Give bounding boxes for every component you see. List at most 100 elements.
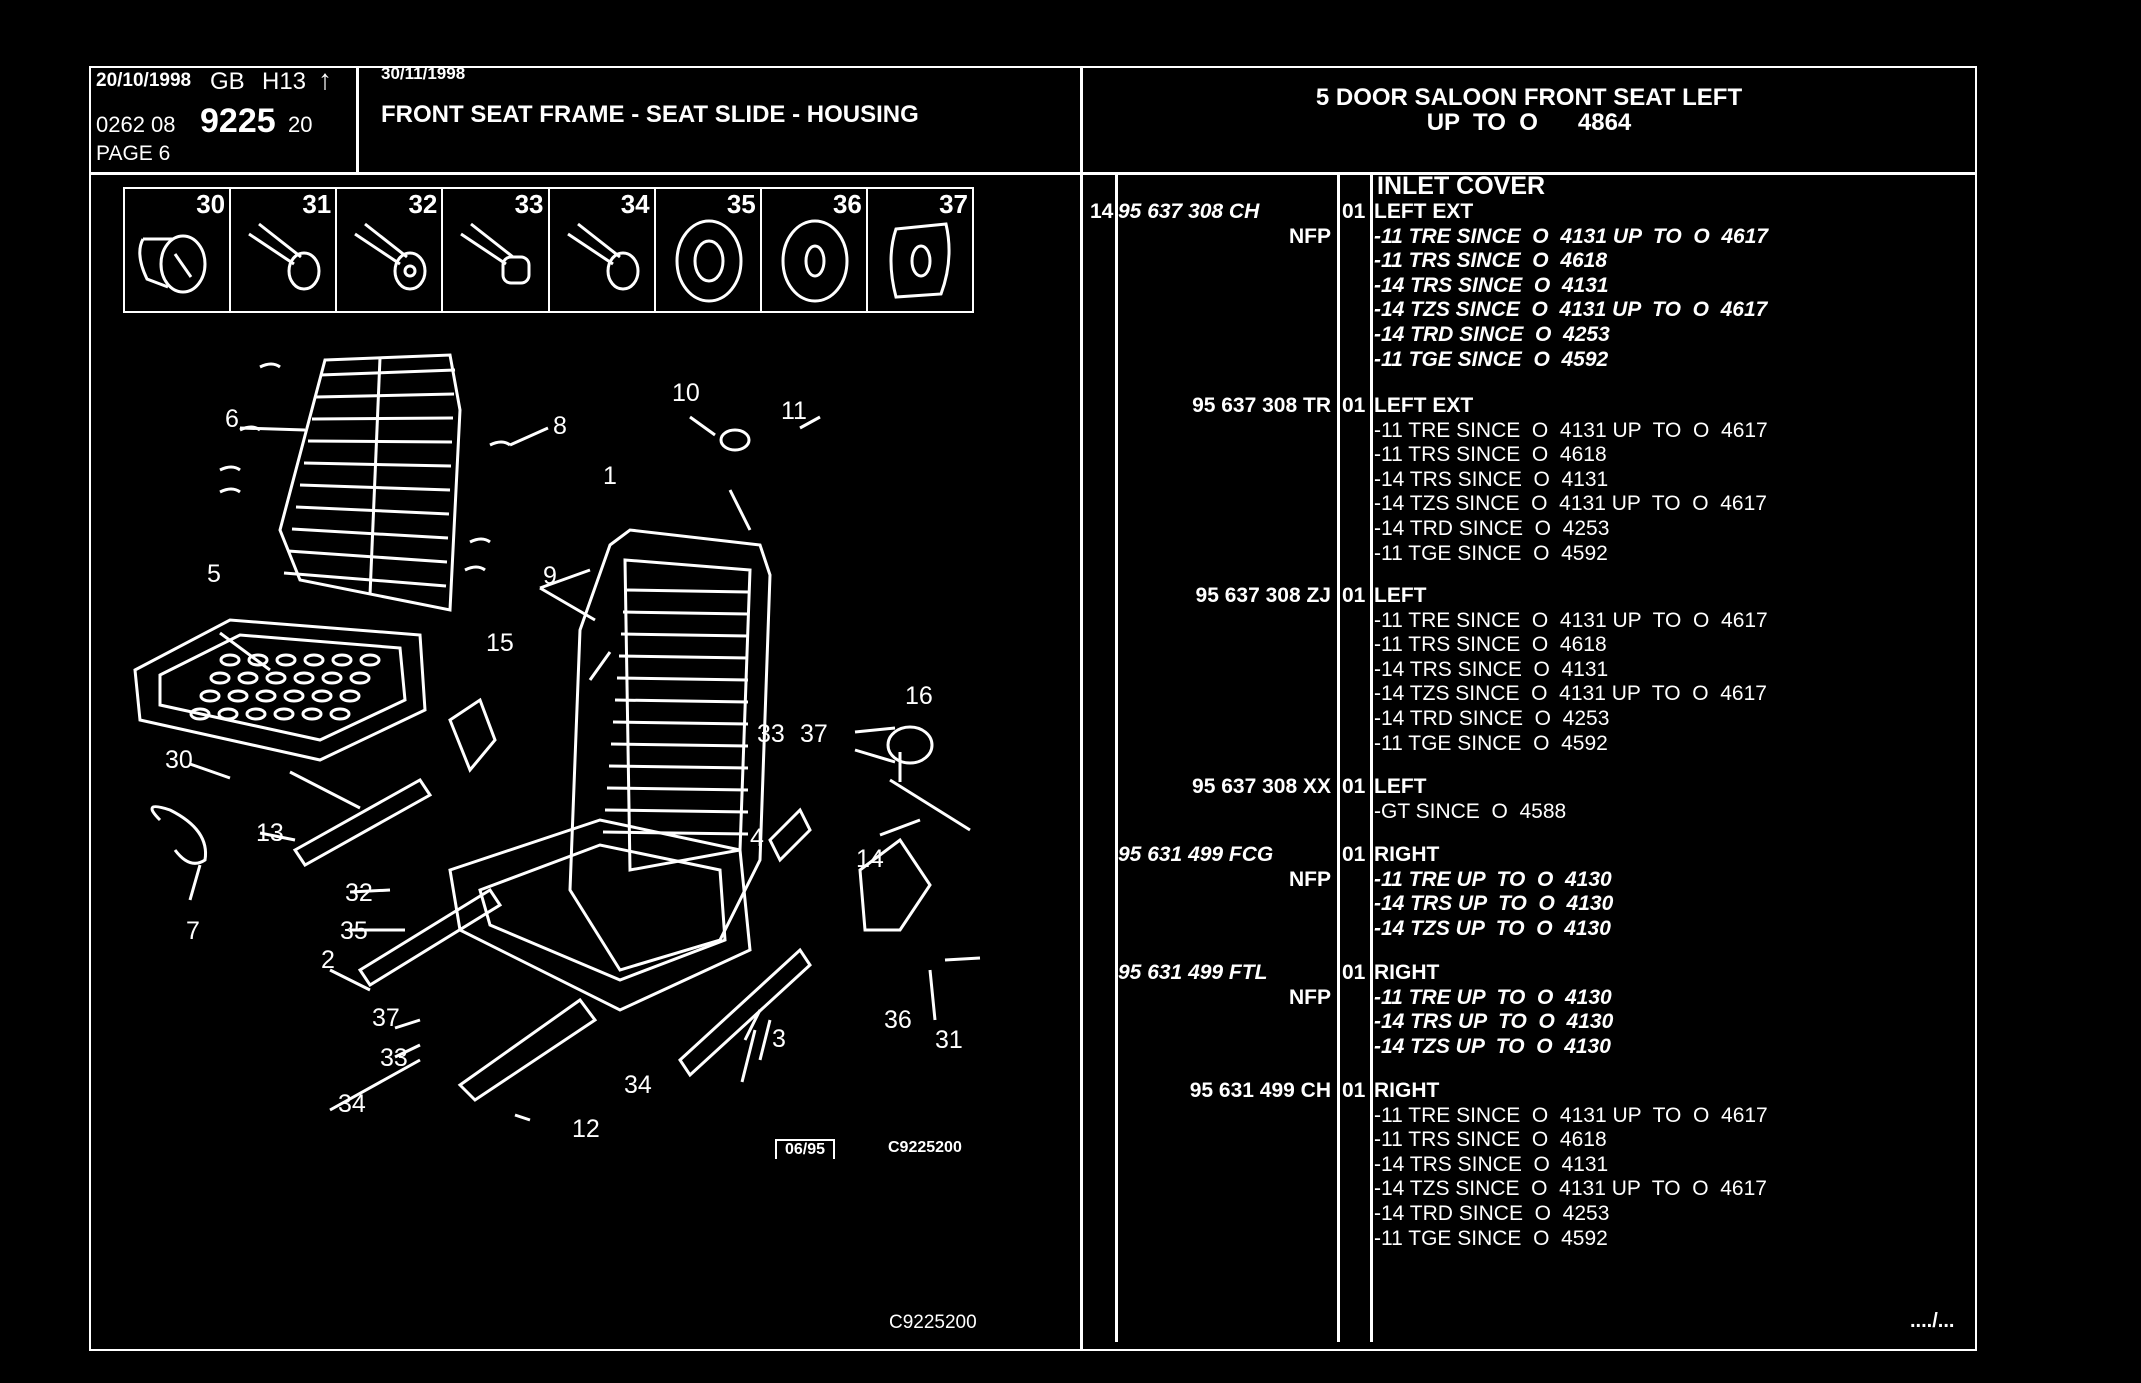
diagram-linework	[237, 671, 259, 685]
diagram-callout-35: 35	[340, 917, 368, 945]
diagram-linework	[247, 653, 269, 667]
part-note: NFP	[1289, 867, 1331, 891]
hardware-part-icon	[566, 222, 639, 291]
part-number: 95 631 499 CH	[1189, 1079, 1331, 1102]
up-arrow-icon: ↑	[318, 64, 332, 95]
part-description: RIGHT	[1374, 1079, 1440, 1102]
header-date-right: 30/11/1998	[381, 64, 466, 83]
diagram-linework	[457, 997, 598, 1102]
part-applicability-line: -14 TRS SINCE O 4131	[1374, 657, 1609, 681]
part-note: NFP	[1289, 224, 1331, 248]
page-title: FRONT SEAT FRAME - SEAT SLIDE - HOUSING	[381, 101, 919, 128]
diagram-linework	[303, 461, 452, 468]
diagram-callout-1: 1	[603, 462, 617, 490]
diagram-callout-11: 11	[781, 397, 807, 425]
part-applicability-line: -11 TRE SINCE O 4131 UP TO O 4617	[1374, 1103, 1768, 1127]
part-description: LEFT EXT	[1374, 394, 1474, 417]
part-applicability-line: -14 TRS SINCE O 4131	[1374, 273, 1609, 297]
part-applicability-line: -14 TZS UP TO O 4130	[1374, 1034, 1611, 1058]
part-applicability-line: -14 TRS SINCE O 4131	[1374, 1152, 1609, 1176]
seat-frame-exploded-diagram	[133, 353, 981, 1122]
part-number: 95 631 499 FCG	[1118, 843, 1274, 866]
model-line-1: 5 DOOR SALOON FRONT SEAT LEFT	[1315, 84, 1743, 111]
part-applicability-line: -14 TRD SINCE O 4253	[1374, 707, 1610, 730]
diagram-callout-33: 33	[757, 720, 785, 748]
diagram-linework	[209, 671, 231, 685]
part-description: LEFT	[1374, 775, 1427, 798]
diagram-linework	[293, 671, 315, 685]
diagram-linework	[315, 392, 455, 399]
part-applicability-line: -14 TZS SINCE O 4131 UP TO O 4617	[1374, 492, 1767, 516]
diagram-callout-4: 4	[750, 824, 764, 852]
part-applicability-line: -11 TRE UP TO O 4130	[1374, 867, 1612, 891]
diagram-callout-30: 30	[165, 746, 193, 774]
diagram-callout-34: 34	[624, 1071, 652, 1099]
part-applicability-line: -11 TRS SINCE O 4618	[1374, 633, 1607, 657]
diagram-linework	[614, 698, 749, 704]
diagram-callout-16: 16	[905, 682, 933, 710]
diagram-linework	[291, 527, 449, 540]
diagram-linework	[357, 887, 503, 988]
diagram-callout-6: 6	[225, 405, 239, 433]
diagram-linework	[858, 837, 932, 932]
part-description: RIGHT	[1374, 961, 1440, 984]
diagram-linework	[292, 778, 433, 867]
part-quantity: 01	[1342, 394, 1366, 417]
diagram-ref-bottom: C9225200	[889, 1312, 977, 1333]
part-number: 95 637 308 CH	[1118, 200, 1260, 223]
thumbnail-part-31: 31	[231, 189, 338, 311]
thumbnail-part-32: 32	[337, 189, 444, 311]
header-region: GB	[210, 68, 245, 95]
diagram-callout-36: 36	[884, 1006, 912, 1034]
diagram-date-box: 06/95	[775, 1139, 836, 1159]
diagram-linework	[283, 571, 447, 588]
part-quantity: 01	[1342, 843, 1366, 866]
part-applicability-line: -11 TGE SINCE O 4592	[1374, 731, 1608, 755]
diagram-linework	[854, 726, 896, 764]
diagram-callout-33: 33	[380, 1044, 408, 1072]
diagram-linework	[150, 805, 208, 865]
thumbnail-number: 30	[196, 189, 226, 219]
diagram-callout-10: 10	[672, 379, 700, 407]
diagram-linework	[359, 653, 381, 667]
diagram-linework	[217, 707, 239, 721]
diagram-linework	[339, 689, 361, 703]
part-applicability-line: -11 TRS SINCE O 4618	[1374, 443, 1607, 467]
part-number: 95 631 499 FTL	[1118, 961, 1268, 984]
part-applicability-line: -11 TRS SINCE O 4618	[1374, 1128, 1607, 1152]
diagram-callout-5: 5	[207, 560, 221, 588]
diagram-linework	[245, 707, 267, 721]
hardware-part-icon	[781, 219, 849, 303]
diagram-linework	[219, 653, 241, 667]
diagram-linework	[273, 707, 295, 721]
hardware-part-icon	[675, 219, 743, 303]
diagram-linework	[255, 689, 277, 703]
diagram-linework	[606, 786, 749, 792]
diagram-callout-37: 37	[372, 1004, 400, 1032]
diagram-linework	[768, 807, 812, 863]
diagram-linework	[678, 947, 812, 1078]
part-quantity: 01	[1342, 200, 1366, 223]
part-number: 95 637 308 ZJ	[1195, 584, 1331, 607]
part-applicability-line: -14 TZS UP TO O 4130	[1374, 916, 1611, 940]
part-description: RIGHT	[1374, 843, 1440, 866]
part-applicability-line: -14 TRS SINCE O 4131	[1374, 467, 1609, 491]
header-ref-prefix: 0262 08	[96, 112, 176, 137]
diagram-linework	[624, 588, 749, 594]
diagram-linework	[349, 671, 371, 685]
diagram-linework	[319, 368, 456, 377]
diagram-callout-14: 14	[856, 845, 884, 873]
thumbnail-number: 34	[620, 189, 650, 219]
diagram-callout-3: 3	[772, 1025, 786, 1053]
diagram-linework	[189, 707, 211, 721]
diagram-linework	[448, 697, 497, 773]
thumbnail-number: 35	[726, 189, 756, 219]
diagram-linework	[622, 610, 749, 616]
diagram-callout-9: 9	[543, 562, 557, 590]
diagram-linework	[331, 653, 353, 667]
thumbnail-number: 32	[408, 189, 438, 219]
diagram-callout-7: 7	[186, 917, 200, 945]
part-applicability-line: -11 TGE SINCE O 4592	[1374, 1226, 1608, 1250]
thumbnail-part-36: 36	[762, 189, 868, 311]
